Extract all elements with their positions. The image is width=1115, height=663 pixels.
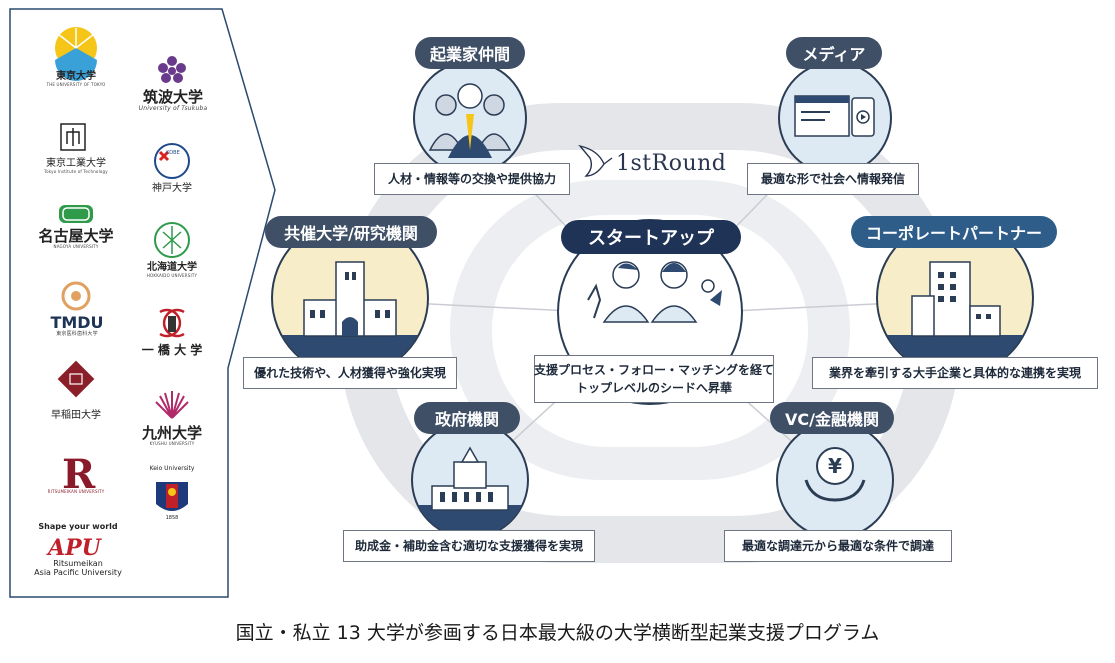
tokyo-university[interactable]: 東京大学 THE UNIVERSITY OF TOKYO (40, 71, 112, 87)
government-illustration (411, 421, 529, 539)
svg-text:¥: ¥ (828, 454, 842, 478)
tmdu-name: TMDU (50, 313, 104, 332)
startup-desc-line1: 支援プロセス・フォロー・マッチングを経て (534, 363, 775, 377)
corporate-title: コーポレートパートナー (851, 216, 1057, 248)
nagoya-university-sub: NAGOYA UNIVERSITY (53, 244, 99, 250)
hummingbird-icon (578, 144, 613, 177)
corporate-illustration (876, 219, 1034, 377)
hokkaido-university-sub: HOKKAIDO UNIVERSITY (146, 272, 198, 278)
entrepreneurs-illustration (413, 61, 527, 175)
hitotsubashi-university[interactable]: 一 橋 大 学 (126, 343, 218, 358)
nagoya-university-logo (59, 205, 93, 223)
kobe-university-logo (154, 143, 190, 179)
tsukuba-university-sub: University of Tsukuba (138, 105, 208, 113)
waseda-university[interactable]: 早稲田大学 (40, 410, 112, 422)
kobe-university-name: 神戸大学 (152, 183, 192, 194)
kobe-mark: KOBE (166, 150, 180, 156)
tokyo-tech-name: 東京工業大学 (46, 158, 106, 169)
universities-title: 共催大学/研究機関 (265, 216, 437, 248)
hitotsubashi-name: 一 橋 大 学 (141, 343, 203, 357)
waseda-logo (57, 360, 95, 398)
media-title: メディア (786, 37, 882, 69)
vc-illustration: ¥ (776, 421, 894, 539)
vc-desc: 最適な調達元から最適な条件で調達 (724, 530, 952, 562)
media-desc: 最適な形で社会へ情報発信 (747, 163, 919, 195)
corporate-desc: 業界を牽引する大手企業と具体的な連携を実現 (812, 357, 1098, 389)
caption: 国立・私立 13 大学が参画する日本最大級の大学横断型起業支援プログラム (235, 622, 880, 644)
tsukuba-university-name: 筑波大学 (142, 88, 203, 106)
apu-name-line1: Ritsumeikan (53, 559, 103, 568)
tokyo-university-name: 東京大学 (56, 71, 96, 82)
tmdu-logo (61, 281, 91, 311)
tmdu-sub: 東京医科歯科大学 (56, 331, 98, 338)
kyushu-logo (155, 391, 189, 419)
tokyo-tech[interactable]: 東京工業大学 Tokyo Institute of Technology (36, 158, 116, 174)
keio-year: 1858 (165, 515, 179, 521)
tokyo-university-sub: THE UNIVERSITY OF TOKYO (46, 81, 106, 87)
university-panel-frame (9, 8, 276, 598)
waseda-name: 早稲田大学 (51, 410, 101, 421)
nagoya-university-name: 名古屋大学 (38, 227, 114, 245)
svg-text:APU: APU (46, 535, 103, 561)
universities-desc: 優れた技術や、人材獲得や強化実現 (243, 357, 457, 389)
ritsumeikan-university[interactable]: RITSUMEIKAN UNIVERSITY (46, 489, 106, 495)
media-illustration (778, 61, 892, 175)
keio-name: Keio University (149, 465, 195, 472)
apu-logo: APU (46, 535, 103, 561)
startup-desc-line2: トップレベルのシードへ昇華 (575, 381, 732, 395)
entrepreneurs-desc: 人材・情報等の交換や提供協力 (374, 163, 570, 195)
tsukuba-university-logo (158, 56, 186, 83)
keio-university[interactable]: Keio University (130, 465, 214, 473)
tokyo-tech-sub: Tokyo Institute of Technology (44, 168, 108, 174)
apu-tagline: Shape your world (38, 522, 118, 531)
government-title: 政府機関 (414, 402, 520, 434)
hokkaido-university-logo (154, 222, 190, 258)
brand-logo: 1stRound (616, 151, 727, 176)
nagoya-university[interactable]: 名古屋大学 NAGOYA UNIVERSITY (30, 227, 122, 250)
ritsumeikan-sub: RITSUMEIKAN UNIVERSITY (47, 489, 105, 494)
entrepreneurs-title: 起業家仲間 (415, 37, 525, 69)
hokkaido-university[interactable]: 北海道大学 HOKKAIDO UNIVERSITY (130, 262, 214, 278)
keio-logo (156, 482, 188, 511)
ritsumeikan-logo: R (62, 451, 96, 498)
startup-title: スタートアップ (561, 220, 741, 254)
government-desc: 助成金・補助金含む適切な支援獲得を実現 (343, 530, 595, 562)
apu-university[interactable]: Ritsumeikan Asia Pacific University (24, 559, 132, 577)
kyushu-university[interactable]: 九州大学 KYUSHU UNIVERSITY (132, 424, 212, 447)
vc-title: VC/金融機関 (770, 402, 894, 434)
tsukuba-university[interactable]: 筑波大学 University of Tsukuba (128, 88, 218, 113)
tokyo-tech-logo (60, 123, 86, 151)
svg-text:R: R (62, 451, 96, 498)
apu-name-line2: Asia Pacific University (34, 568, 122, 578)
tokyo-university-logo (55, 27, 97, 81)
kyushu-name: 九州大学 (141, 424, 202, 442)
hitotsubashi-logo (159, 308, 185, 338)
kobe-university[interactable]: 神戸大学 (132, 183, 212, 195)
tmdu[interactable]: TMDU 東京医科歯科大学 (42, 313, 112, 338)
hokkaido-university-name: 北海道大学 (147, 262, 197, 273)
startup-desc: 支援プロセス・フォロー・マッチングを経て トップレベルのシードへ昇華 (534, 355, 774, 403)
kyushu-sub: KYUSHU UNIVERSITY (149, 441, 195, 447)
